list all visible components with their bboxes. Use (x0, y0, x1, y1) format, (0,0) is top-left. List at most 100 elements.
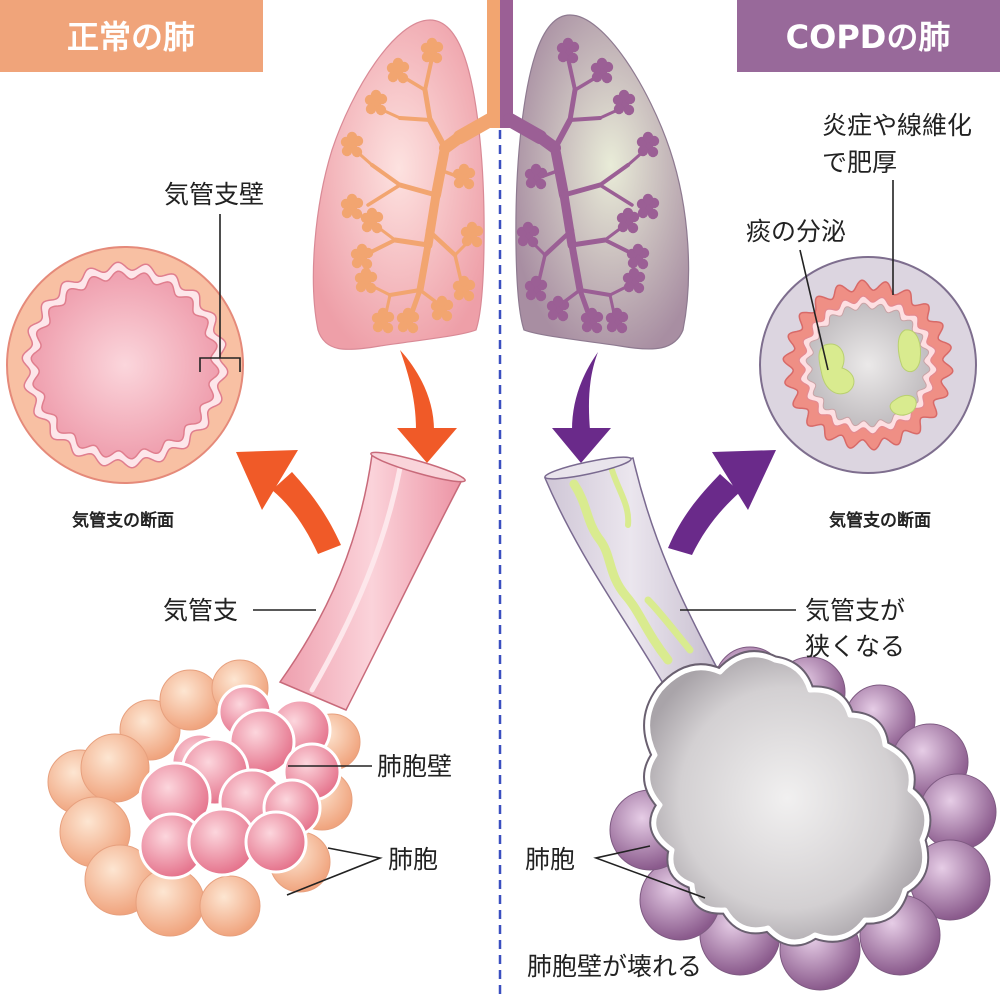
copd-alveoli-leader (593, 845, 706, 899)
copd-bronchiole-alveolus (601, 72, 613, 84)
narrowing-label-line2: 狭くなる (805, 632, 905, 661)
copd-bronchiole-alveolar-cluster (616, 207, 640, 234)
copd-bronchiole-alveolus (530, 275, 542, 287)
normal-down-arrow (397, 350, 457, 463)
copd-bronchiole-branch (552, 117, 573, 151)
copd-bronchiole-alveolus (557, 51, 569, 63)
normal-bronchiole-branch (370, 163, 402, 187)
normal-alveolus (244, 810, 308, 874)
normal-bronchiole-alveolar-cluster (430, 295, 454, 322)
normal-bronchiole-alveolus (371, 222, 383, 234)
normal-alveolus-back (80, 733, 150, 803)
copd-bronchiole-alveolus (617, 221, 629, 233)
copd-bronchiole-alveolus (642, 193, 654, 205)
normal-bronchiole-alveolus (397, 321, 409, 333)
copd-bronchiole-alveolus (552, 295, 564, 307)
copd-bronchiole-branch (598, 183, 634, 207)
normal-bronchiole-alveolus (361, 221, 373, 233)
normal-alveoli-front (138, 684, 342, 880)
normal-header-title: 正常の肺 (67, 18, 195, 56)
copd-bronchiole-alveolus (637, 207, 649, 219)
copd-bronchiole-branch (569, 237, 608, 248)
normal-bronchiole-alveolar-cluster (460, 221, 484, 248)
normal-bronchiole-alveolus (436, 295, 448, 307)
normal-bronchiole-branch (416, 241, 432, 294)
normal-bronchiole-alveolus (421, 51, 433, 63)
normal-alveoli-label: 肺胞 (388, 845, 438, 874)
copd-bronchiole-alveolus (627, 222, 639, 234)
normal-bronchiole-alveolar-cluster (354, 267, 378, 294)
copd-bronchiole-branch (568, 116, 602, 122)
copd-alveolus-back (919, 773, 997, 851)
copd-bronchiole-alveolus (647, 146, 659, 158)
copd-bronchiole-alveolar-cluster (612, 89, 636, 116)
normal-bronchus-cross-section (6, 246, 244, 484)
copd-bronchiole-branch (568, 241, 584, 294)
copd-bronchiole-branch (559, 190, 577, 250)
bronchial-wall-label: 気管支壁 (164, 180, 264, 209)
copd-header-bg (737, 0, 1000, 72)
copd-bronchiole-alveolus (628, 267, 640, 279)
normal-cross-section-caption: 気管支の断面 (71, 510, 174, 531)
normal-trachea (487, 0, 500, 128)
normal-alveolus-back (159, 669, 221, 731)
normal-bronchiole-alveolus (453, 177, 465, 189)
copd-bronchiole-alveolus (535, 178, 547, 190)
copd-bronchiole-alveolar-cluster (590, 57, 614, 84)
copd-bronchiole-alveolus (633, 282, 645, 294)
normal-bronchiole-alveolar-cluster (452, 275, 476, 302)
normal-bronchiole-alveolar-cluster (340, 131, 364, 158)
normal-bronchiole-alveolar-cluster (360, 207, 384, 234)
normal-bronchiole-alveolus (407, 322, 419, 334)
normal-bronchiole-alveolus (458, 275, 470, 287)
copd-bronchiole-alveolus (616, 322, 628, 334)
normal-bronchiole-alveolar-cluster (340, 193, 364, 220)
sputum-leader (799, 249, 829, 371)
alveolar-wall-label: 肺胞壁 (377, 752, 452, 781)
copd-bronchiole-branch (598, 163, 630, 187)
normal-bronchiole-alveolus (341, 207, 353, 219)
copd-bronchiole-branch (578, 288, 612, 297)
copd-bronchiole-alveolus (632, 243, 644, 255)
normal-bronchiole-alveolar-cluster (386, 57, 410, 84)
normal-bronchiole-branch (422, 87, 433, 123)
sputum-label: 痰の分泌 (746, 217, 846, 246)
normal-bronchiole-alveolus (346, 193, 358, 205)
normal-bronchiole-alveolus (471, 236, 483, 248)
normal-bronchiole-alveolus (361, 258, 373, 270)
copd-bronchiole-branch (561, 182, 603, 198)
copd-bronchiole-alveolus (591, 71, 603, 83)
copd-bronchiole-alveolar-cluster (556, 37, 580, 64)
normal-bronchiole-alveolus (370, 89, 382, 101)
normal-bronchiole-alveolus (356, 243, 368, 255)
normal-bronchiole-alveolus (461, 235, 473, 247)
copd-bronchiole-alveolus (586, 307, 598, 319)
normal-bronchiole-alveolar-cluster (452, 163, 476, 190)
normal-bronchiole-alveolus (365, 282, 377, 294)
copd-bronchiole-alveolus (567, 52, 579, 64)
copd-bronchiole-alveolus (618, 89, 630, 101)
normal-header-bg (0, 0, 263, 72)
copd-bronchiole-branch (567, 87, 578, 123)
copd-bronchiole-alveolus (613, 103, 625, 115)
normal-bronchiole-alveolus (431, 309, 443, 321)
normal-bronchiole-alveolus (431, 52, 443, 64)
normal-bronchiole-branch (366, 183, 402, 207)
normal-bronchiole-alveolus (346, 131, 358, 143)
copd-bronchiole-alveolus (611, 307, 623, 319)
normal-bronchiole-alveolus (458, 163, 470, 175)
copd-bronchiole-alveolus (522, 221, 534, 233)
copd-bronchiole-alveolar-cluster (524, 275, 548, 302)
normal-bronchiole-alveolus (426, 37, 438, 49)
normal-bronchial-tree (340, 37, 497, 334)
copd-bronchiole-alveolus (623, 104, 635, 116)
copd-bronchiole-alveolus (596, 57, 608, 69)
normal-bronchiole-alveolus (441, 310, 453, 322)
normal-bronchiole-alveolus (365, 103, 377, 115)
copd-bronchiole-alveolar-cluster (516, 221, 540, 248)
copd-bronchiole-alveolus (606, 321, 618, 333)
copd-bronchiole-branch (542, 227, 575, 258)
normal-bronchiole-alveolus (453, 289, 465, 301)
copd-bronchiole-alveolar-cluster (605, 307, 629, 334)
